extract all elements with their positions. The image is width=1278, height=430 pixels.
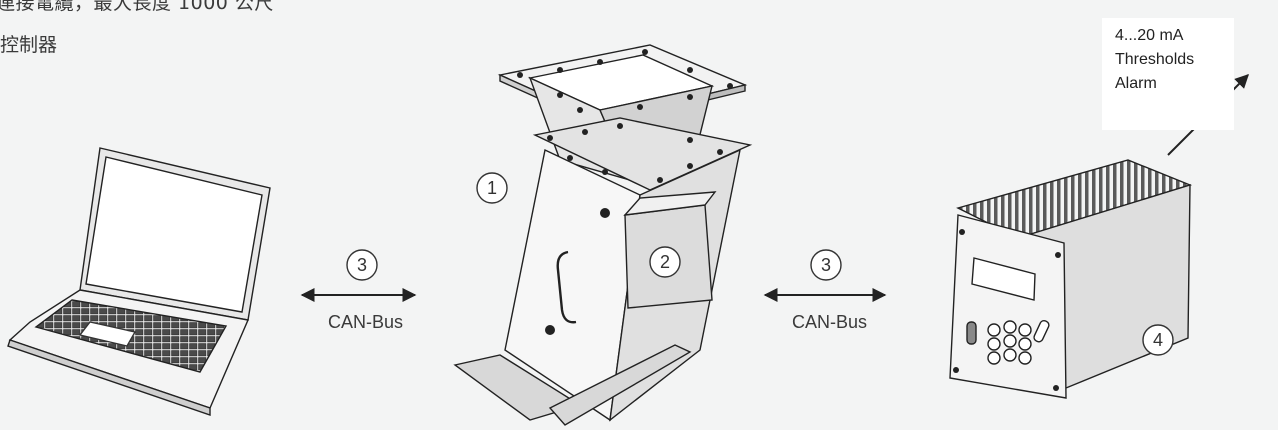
callout-1-text: 1 — [487, 178, 497, 198]
header-line-1: 連接電纜，最大長度 1000 公尺 — [0, 0, 274, 14]
output-signals-box: 4...20 mA Thresholds Alarm — [1102, 18, 1234, 130]
output-signal: Alarm — [1115, 75, 1157, 92]
callout-4 — [1142, 324, 1174, 356]
callout-3-left — [346, 249, 378, 281]
callout-2 — [649, 246, 681, 278]
output-signal: 4...20 mA — [1115, 27, 1184, 44]
callout-2-text: 2 — [660, 252, 670, 272]
controller — [949, 159, 1193, 399]
chute-sensor — [453, 44, 753, 426]
callout-1 — [476, 172, 508, 204]
can-bus-label-left: CAN-Bus — [328, 312, 404, 332]
header-line-2: 控制器 — [0, 34, 58, 56]
callout-4-text: 4 — [1153, 330, 1163, 350]
callout-3-right-text: 3 — [821, 255, 831, 275]
callout-3-right — [810, 249, 842, 281]
callout-3-left-text: 3 — [357, 255, 367, 275]
can-bus-label-right: CAN-Bus — [792, 312, 868, 332]
laptop — [7, 147, 271, 416]
output-signal: Thresholds — [1115, 51, 1195, 68]
